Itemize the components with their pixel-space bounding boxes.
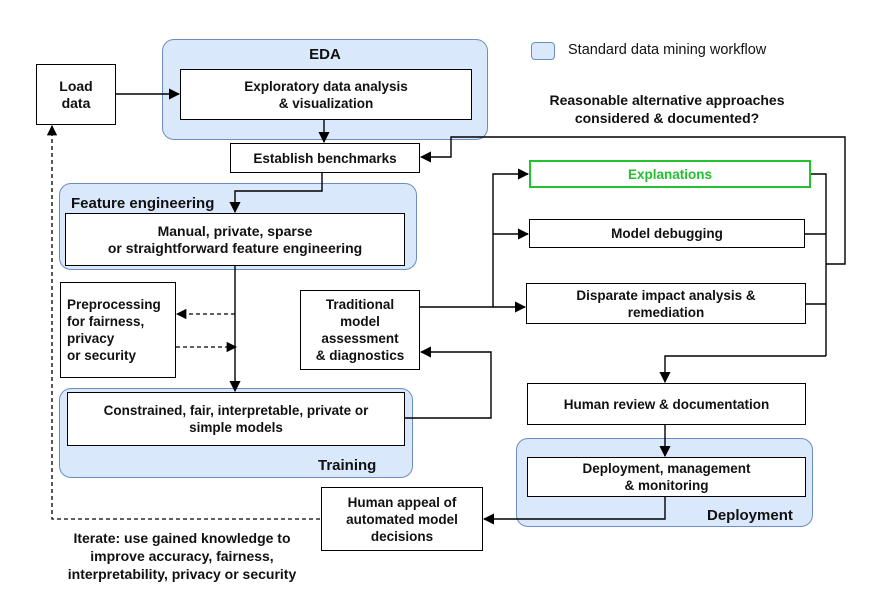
group-feature-engineering-title: Feature engineering xyxy=(71,195,215,212)
deployment-management-box: Deployment, management & monitoring xyxy=(527,457,806,497)
model-debugging-box: Model debugging xyxy=(529,219,805,248)
preprocessing-box: Preprocessing for fairness, privacy or s… xyxy=(60,282,176,378)
load-data-box: Load data xyxy=(36,64,116,125)
disparate-impact-box: Disparate impact analysis & remediation xyxy=(526,283,806,324)
exploratory-box: Exploratory data analysis & visualizatio… xyxy=(180,69,472,120)
group-training-title: Training xyxy=(318,457,377,474)
group-deployment-title: Deployment xyxy=(707,507,793,524)
benchmarks-box: Establish benchmarks xyxy=(230,143,420,173)
human-review-box: Human review & documentation xyxy=(527,383,806,425)
dashed-iterate-loop xyxy=(46,124,320,520)
line-explanations-out xyxy=(811,173,827,356)
constrained-box: Constrained, fair, interpretable, privat… xyxy=(67,392,405,446)
arrow-benchmarks-to-fe xyxy=(229,173,323,214)
iterate-note: Iterate: use gained knowledge to improve… xyxy=(67,530,297,582)
alternatives-question: Reasonable alternative approaches consid… xyxy=(549,92,785,126)
human-appeal-box: Human appeal of automated model decision… xyxy=(321,487,483,551)
manual-fe-box: Manual, private, sparse or straightforwa… xyxy=(65,213,405,266)
arrow-deployment-to-appeal xyxy=(482,497,666,525)
legend-swatch xyxy=(531,42,555,60)
legend-text: Standard data mining workflow xyxy=(568,42,767,58)
explanations-box: Explanations xyxy=(529,160,811,188)
arrow-outer-loop-to-benchmarks xyxy=(419,136,846,265)
group-eda-title: EDA xyxy=(309,46,341,63)
arrow-training-to-traditional xyxy=(405,346,492,419)
arrow-to-human-review xyxy=(659,355,826,384)
arrow-traditional-to-explanations xyxy=(420,168,530,308)
traditional-box: Traditional model assessment & diagnosti… xyxy=(300,290,420,370)
